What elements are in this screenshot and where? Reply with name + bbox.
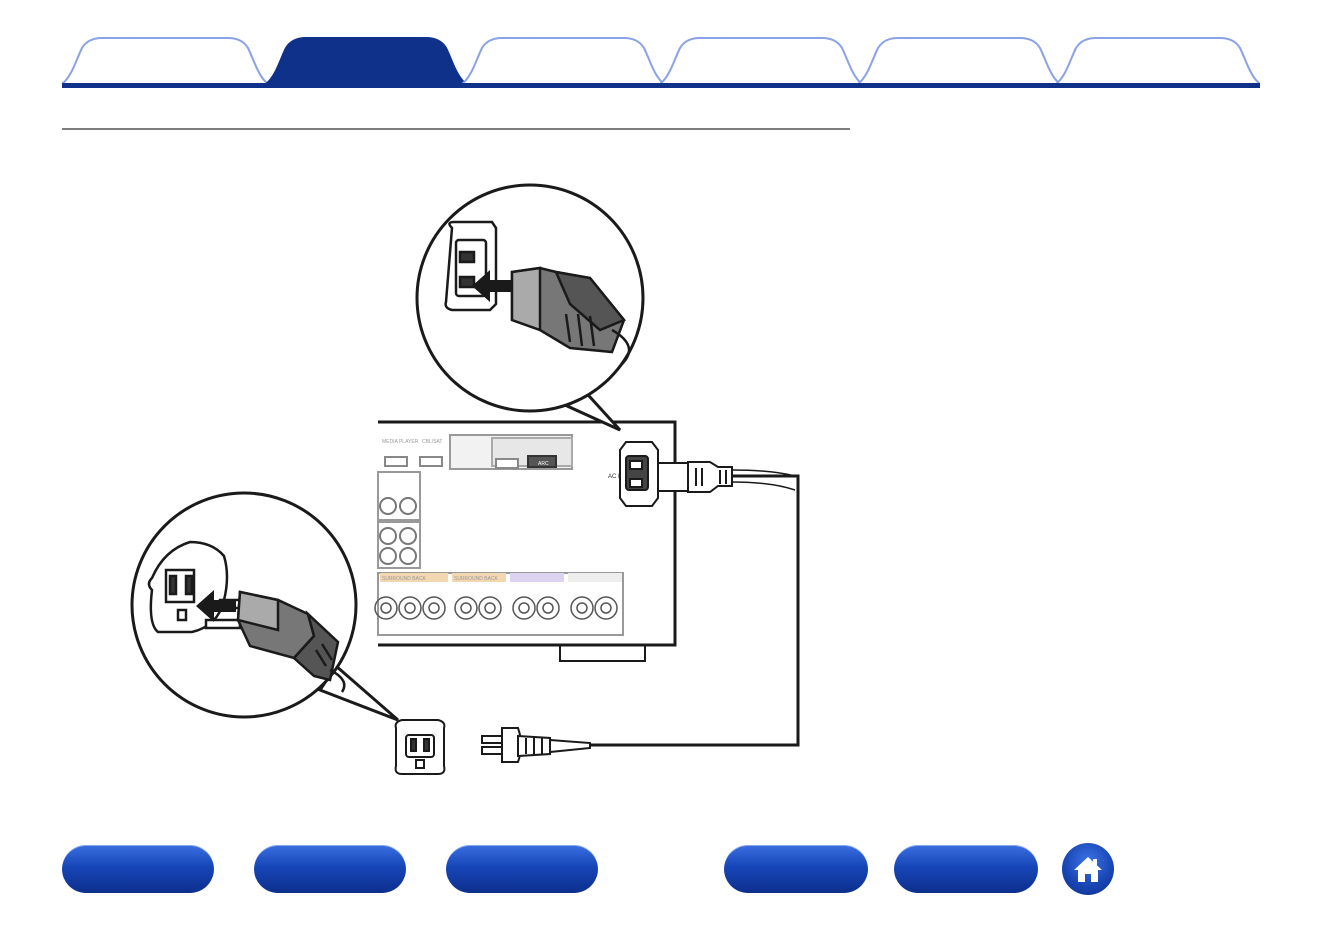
tab-shape xyxy=(266,36,466,84)
nav-button-playback[interactable] xyxy=(446,845,598,893)
nav-button-next-page[interactable] xyxy=(894,845,1038,893)
wall-outlet xyxy=(396,720,445,774)
tab-shape xyxy=(1056,36,1260,84)
tab-bar-rule xyxy=(62,83,1260,88)
tab-shape xyxy=(462,36,664,84)
tab-appendix[interactable] xyxy=(1056,36,1260,84)
panel-label: SURROUND BACK xyxy=(382,576,427,582)
nav-button-previous-page[interactable] xyxy=(724,845,868,893)
tab-contents[interactable] xyxy=(62,36,268,84)
nav-button-connections[interactable] xyxy=(254,845,406,893)
tab-shape xyxy=(858,36,1060,84)
tab-tips[interactable] xyxy=(858,36,1060,84)
tab-shape xyxy=(660,36,862,84)
ac-inlet xyxy=(620,442,658,506)
panel-label: CBL/SAT xyxy=(422,439,442,445)
power-cord xyxy=(590,476,798,745)
tab-playback[interactable] xyxy=(462,36,664,84)
receiver-foot xyxy=(560,645,645,661)
tab-shape xyxy=(62,36,268,84)
power-cord-illustration: MEDIA PLAYER CBL/SAT SURROUND BACK SURRO… xyxy=(120,180,820,780)
terminal-posts xyxy=(375,597,617,619)
panel-label: MEDIA PLAYER xyxy=(382,439,419,445)
section-divider xyxy=(62,128,850,130)
chapter-tabs xyxy=(62,36,1260,88)
tab-connections[interactable] xyxy=(266,36,466,84)
panel-label: SURROUND BACK xyxy=(454,576,499,582)
home-button[interactable] xyxy=(1062,843,1114,895)
nav-button-contents[interactable] xyxy=(62,845,214,893)
tab-settings[interactable] xyxy=(660,36,862,84)
panel-label: ARC xyxy=(538,461,549,467)
home-icon xyxy=(1072,853,1104,885)
power-cord-connector xyxy=(658,462,732,492)
power-plug xyxy=(482,728,590,762)
